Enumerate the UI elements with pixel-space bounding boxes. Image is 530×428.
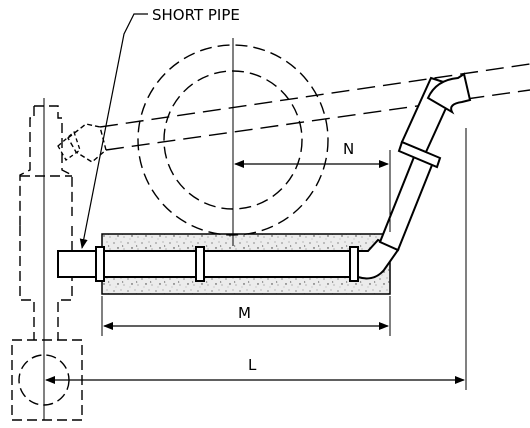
- dimension-m-label: M: [238, 304, 251, 322]
- dashed-elbow-stub: [57, 130, 81, 161]
- horizontal-pipe: [57, 246, 359, 282]
- dimension-l-label: L: [248, 356, 257, 374]
- short-pipe-label: SHORT PIPE: [152, 6, 240, 24]
- top-elbow: [426, 72, 472, 115]
- dimension-n-label: N: [343, 140, 354, 158]
- short-pipe-leader: [79, 13, 148, 249]
- dashed-sloped-pipe: [99, 63, 530, 151]
- extension-lines: [101, 128, 467, 390]
